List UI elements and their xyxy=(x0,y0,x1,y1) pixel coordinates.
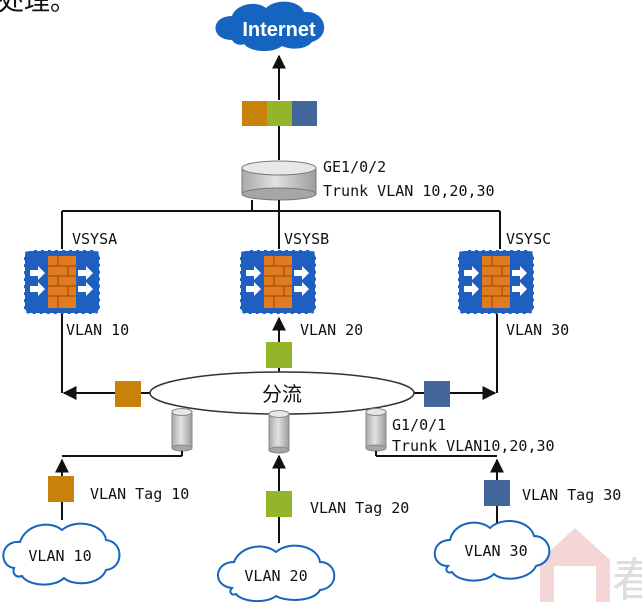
vlan10-path xyxy=(61,314,150,407)
vlan30-packet xyxy=(424,381,450,407)
bottom-switch-trunk: Trunk VLAN10,20,30 xyxy=(392,437,555,455)
cloud-vlan30-icon xyxy=(433,520,551,582)
split-label: 分流 xyxy=(262,383,302,406)
top-switch-icon xyxy=(241,160,317,201)
vlan20-path xyxy=(266,316,292,374)
tag30-label: VLAN Tag 30 xyxy=(522,486,621,504)
vlan10-packet xyxy=(115,381,141,407)
vlan20-packet xyxy=(266,342,292,368)
internet-cloud-icon xyxy=(215,1,325,52)
vsys-uplink-lines xyxy=(61,200,501,249)
tag10-label: VLAN Tag 10 xyxy=(90,485,189,503)
cloud-vlan30-label: VLAN 30 xyxy=(464,542,527,560)
vlan30-path xyxy=(412,314,498,407)
watermark-char: 春 xyxy=(612,554,642,602)
top-switch-port: GE1/0/2 xyxy=(323,158,386,176)
vsysb-firewall-icon xyxy=(239,249,317,315)
cloud-vlan10-icon xyxy=(2,522,121,586)
vsysa-vlan: VLAN 10 xyxy=(66,321,129,339)
tag30-packet xyxy=(484,480,510,506)
watermark-house-icon xyxy=(540,528,610,602)
cloud-vlan20-icon xyxy=(217,544,336,602)
vsysa-firewall-icon xyxy=(23,249,101,315)
tagged-packet xyxy=(242,101,317,126)
top-switch-trunk: Trunk VLAN 10,20,30 xyxy=(323,182,495,200)
bottom-switch-port: G1/0/1 xyxy=(392,416,446,434)
cloud-vlan20-label: VLAN 20 xyxy=(244,567,307,585)
vsysb-name: VSYSB xyxy=(284,230,329,248)
internet-label: Internet xyxy=(242,19,316,41)
vsysb-vlan: VLAN 20 xyxy=(300,321,363,339)
tag10-packet xyxy=(48,476,74,502)
vsysc-vlan: VLAN 30 xyxy=(506,321,569,339)
cloud-vlan10-label: VLAN 10 xyxy=(28,547,91,565)
tag20-label: VLAN Tag 20 xyxy=(310,499,409,517)
tag20-packet xyxy=(266,491,292,517)
vsysc-name: VSYSC xyxy=(506,230,551,248)
vsysa-name: VSYSA xyxy=(72,230,117,248)
vsysc-firewall-icon xyxy=(457,249,535,315)
top-partial-text: 处理。 xyxy=(0,0,76,16)
bottom-switch-icons xyxy=(171,408,387,454)
